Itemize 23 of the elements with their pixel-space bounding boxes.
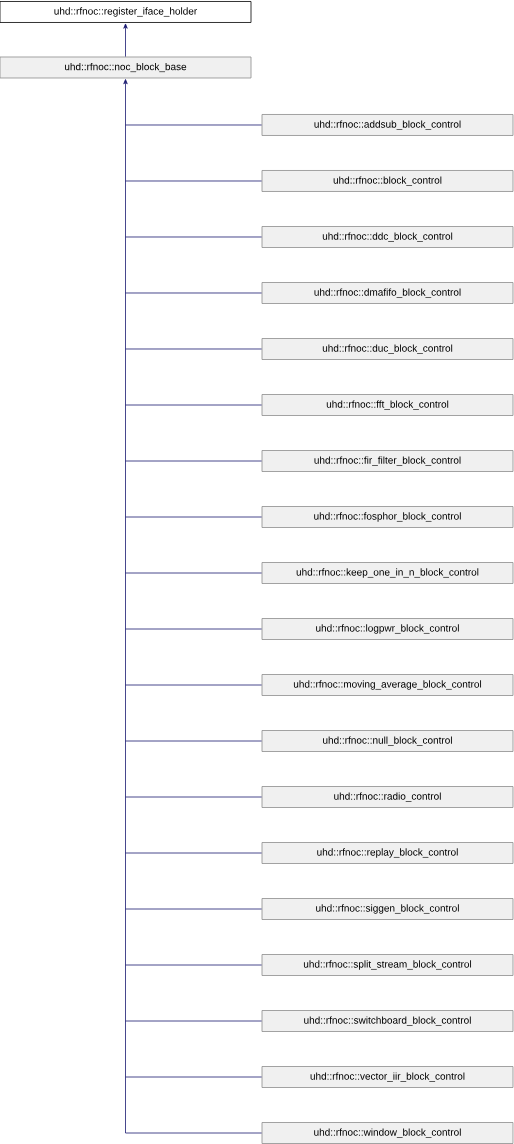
class-box: uhd::rfnoc::logpwr_block_control (261, 618, 514, 640)
class-box: uhd::rfnoc::radio_control (261, 786, 514, 808)
class-box: uhd::rfnoc::fft_block_control (261, 394, 514, 416)
class-box: uhd::rfnoc::moving_average_block_control (261, 674, 514, 696)
class-box: uhd::rfnoc::duc_block_control (261, 338, 514, 360)
class-box: uhd::rfnoc::replay_block_control (261, 842, 514, 864)
class-box: uhd::rfnoc::split_stream_block_control (261, 954, 514, 976)
class-box: uhd::rfnoc::window_block_control (261, 1122, 514, 1144)
class-box: uhd::rfnoc::null_block_control (261, 730, 514, 752)
class-box: uhd::rfnoc::siggen_block_control (261, 898, 514, 920)
inheritance-arrow (123, 23, 128, 57)
class-box: uhd::rfnoc::fir_filter_block_control (261, 450, 514, 472)
class-box: uhd::rfnoc::noc_block_base (0, 56, 252, 79)
class-box: uhd::rfnoc::fosphor_block_control (261, 506, 514, 528)
class-box: uhd::rfnoc::block_control (261, 170, 514, 192)
class-box: uhd::rfnoc::ddc_block_control (261, 226, 514, 248)
class-box: uhd::rfnoc::vector_iir_block_control (261, 1066, 514, 1088)
class-box: uhd::rfnoc::switchboard_block_control (261, 1010, 514, 1032)
class-box: uhd::rfnoc::keep_one_in_n_block_control (261, 562, 514, 584)
class-box: uhd::rfnoc::dmafifo_block_control (261, 282, 514, 304)
inheritance-arrow (123, 79, 262, 1134)
class-box: uhd::rfnoc::register_iface_holder (0, 1, 252, 23)
class-box: uhd::rfnoc::addsub_block_control (261, 114, 514, 136)
